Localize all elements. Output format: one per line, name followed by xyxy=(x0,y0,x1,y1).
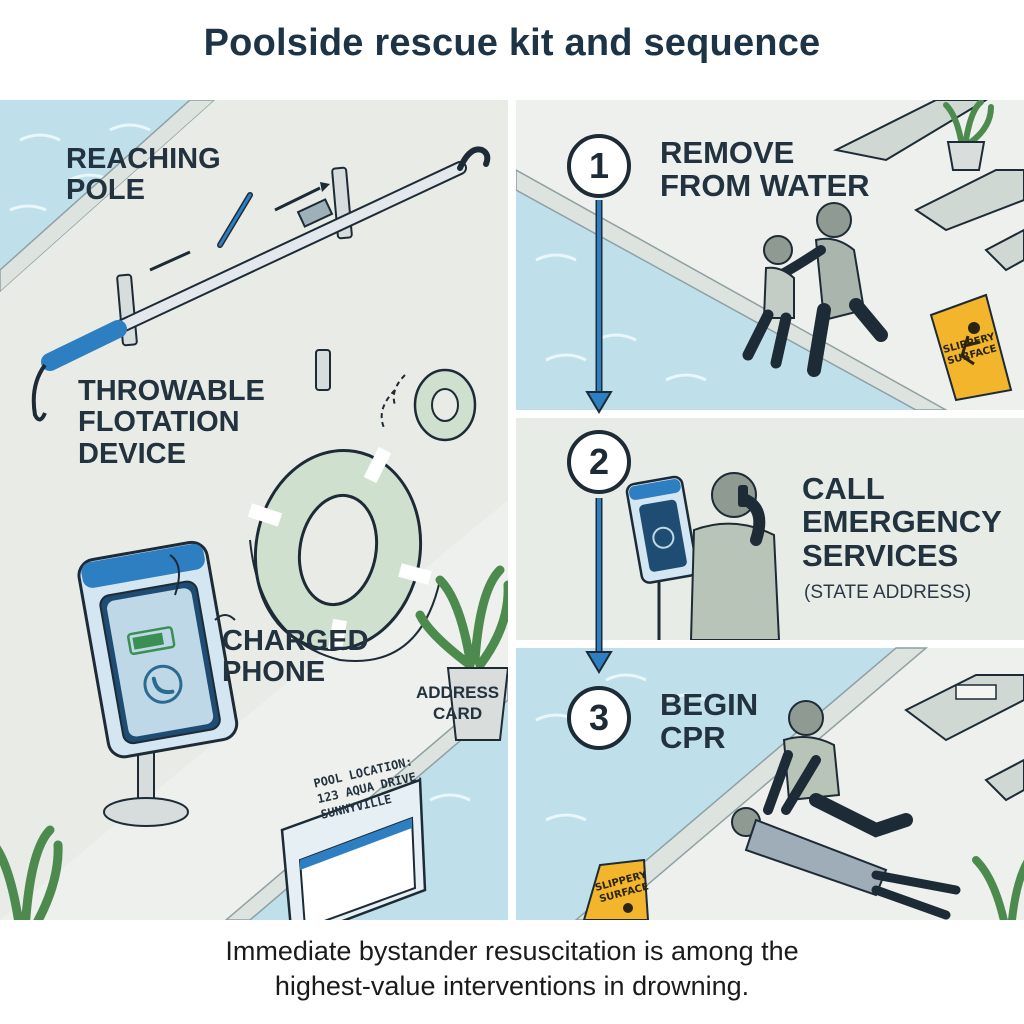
sequence-illustration xyxy=(516,100,1024,920)
sequence-arrow-1 xyxy=(585,200,613,414)
address-card-icon xyxy=(280,778,427,920)
flotation-label: THROWABLE FLOTATION DEVICE xyxy=(78,375,265,470)
step-3-number: 3 xyxy=(567,686,631,750)
phone-stand-icon xyxy=(625,475,699,640)
wet-floor-sign-icon xyxy=(929,293,1013,402)
rescue-sequence-panel: 1 REMOVE FROM WATER 2 CALL EMERGENCY SER… xyxy=(516,100,1024,920)
lounge-chair-icon xyxy=(904,674,1024,802)
wet-floor-sign-icon xyxy=(582,858,650,920)
step-2-label: CALL EMERGENCY SERVICES xyxy=(802,471,1002,573)
potted-plant-icon xyxy=(972,856,1024,920)
potted-plant-icon xyxy=(0,825,63,920)
life-ring-icon xyxy=(247,349,477,662)
step-2-number: 2 xyxy=(567,430,631,494)
cpr-figure-icon xyxy=(763,700,913,838)
sequence-arrow-2 xyxy=(585,498,613,674)
step-2-note: (STATE ADDRESS) xyxy=(804,582,972,603)
caller-figure-icon xyxy=(689,472,781,641)
child-figure-icon xyxy=(742,235,795,369)
caption: Immediate bystander resuscitation is amo… xyxy=(225,936,799,1002)
kit-illustration xyxy=(0,100,508,920)
phone-icon xyxy=(77,540,239,827)
lounge-chair-icon xyxy=(832,100,1024,272)
phone-label: CHARGED PHONE xyxy=(222,625,369,689)
address-card-label: ADDRESS CARD xyxy=(416,683,500,724)
step-1-number: 1 xyxy=(567,134,631,198)
page-title: Poolside rescue kit and sequence xyxy=(203,22,821,64)
reaching-pole-label: REACHING POLE xyxy=(66,143,221,207)
step-1-label: REMOVE FROM WATER xyxy=(660,135,870,204)
rescue-kit-panel: REACHING POLE THROWABLE FLOTATION DEVICE… xyxy=(0,100,508,920)
patient-figure-icon xyxy=(731,807,961,920)
potted-plant-icon xyxy=(943,100,994,171)
reaching-pole-icon xyxy=(31,146,491,422)
potted-plant-icon xyxy=(415,565,508,741)
step-3-label: BEGIN CPR xyxy=(660,687,759,756)
